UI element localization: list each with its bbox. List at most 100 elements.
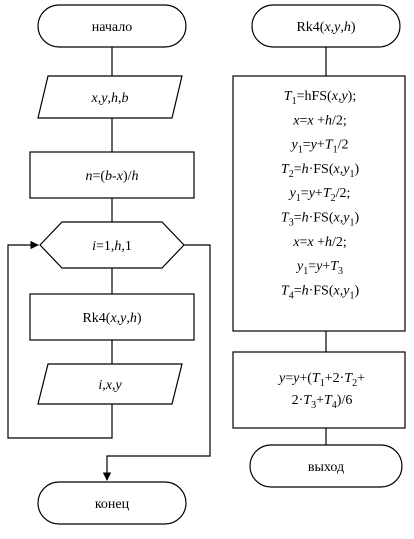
formula-segment: n [85,169,92,184]
formula-segment: T [325,138,334,153]
formula-segment: =hFS( [297,89,332,104]
exit-label: выход [308,460,344,475]
formula-segment: T [281,162,290,177]
formula-segment: T [281,211,290,226]
formula-segment: x [306,113,314,128]
formula-segment: y [332,20,341,35]
formula-segment: x [109,311,117,326]
loop-back-edge [7,240,113,439]
input-label: x,y,h,b [91,91,129,106]
formula-segment: ) [354,283,359,298]
formula-segment: /2; [332,235,347,250]
loop-exit-edge [102,244,211,481]
formula-segment: h [130,311,137,326]
formula-segment: /2; [336,186,351,201]
call-rk4-process [29,293,195,341]
formula-segment: T [284,89,293,104]
formula-segment: ) [137,311,142,326]
formula-segment: 4 [332,400,337,411]
formula-segment: , [118,91,122,106]
rk4-header-label: Rk4(x,y,h) [296,20,355,35]
exit-terminal [249,444,403,488]
formula-segment: 1 [320,378,325,389]
formula-line: T4=h·FS(x,y1) [281,283,360,301]
formula-segment: h [132,169,139,184]
rk4-steps-process [232,75,406,332]
formula-segment: =( [92,169,105,184]
formula-segment: ·FS( [309,211,334,226]
formula-segment: T [344,371,353,386]
formula-segment: y [341,283,350,298]
formula-segment: /2 [338,138,349,153]
formula-segment: ,1 [121,239,132,254]
formula-segment: ) [354,162,359,177]
formula-segment: + [314,113,326,128]
formula-segment: T [324,393,333,408]
formula-segment: y [314,259,323,274]
formula-segment: = [299,235,307,250]
formula-segment: T [312,371,321,386]
formula-segment: , [340,162,344,177]
formula-segment: x [331,89,339,104]
formula-line: T2=h·FS(x,y1) [281,162,360,180]
formula-line: y1=y+T3 [295,259,343,277]
formula-segment: ) [351,20,356,35]
formula-segment: + [315,186,323,201]
formula-segment: , [126,311,130,326]
formula-segment: h [302,211,309,226]
formula-segment: y [309,138,318,153]
formula-segment: y [307,186,316,201]
formula-segment: +( [299,371,312,386]
end-label: конец [95,497,130,512]
formula-segment: y [341,211,350,226]
formula-line: x=x +h/2; [292,235,347,250]
formula-segment: h [114,239,121,254]
formula-segment: x [292,235,300,250]
formula-segment: = [294,283,302,298]
formula-line: y=y+(T1+2·T2+ [277,371,365,389]
formula-segment: b [121,91,128,106]
formula-segment: + [314,235,326,250]
formula-segment: , [98,91,102,106]
formula-segment: , [340,283,344,298]
formula-segment: y [341,162,350,177]
formula-segment: , [112,378,116,393]
formula-line: y1=y+T1/2 [290,138,349,156]
formula-segment: ·FS( [309,162,334,177]
formula-segment: + [316,393,324,408]
formula-segment: /2; [332,113,347,128]
result-text: y=y+(T1+2·T2+2·T3+T4)/6 [277,371,365,411]
formula-segment: y [118,311,127,326]
formula-segment: , [338,89,342,104]
formula-segment: T [303,393,312,408]
formula-segment: y [113,378,122,393]
formula-segment: y [290,138,299,153]
formula-segment: = [308,259,316,274]
formula-segment: 1 [292,96,297,107]
formula-segment: 1 [296,193,301,204]
formula-segment: x [333,283,341,298]
formula-segment: = [285,371,293,386]
formula-segment: 4 [289,290,294,301]
formula-segment: 2· [292,393,304,408]
formula-segment: , [340,211,344,226]
output-parallelogram [37,363,183,405]
formula-line: x=x +h/2; [292,113,347,128]
input-parallelogram [37,75,183,119]
formula-segment: x [323,20,331,35]
rk4-steps-text: T1=hFS(x,y);x=x +h/2;y1=y+T1/2T2=h·FS(x,… [281,89,360,301]
compute-n-label: n=(b-x)/h [85,169,138,184]
formula-segment: i [92,239,96,254]
formula-segment: +2· [325,371,345,386]
formula-segment: ·FS( [309,283,334,298]
formula-segment: , [117,311,121,326]
formula-segment: Rk4( [82,311,110,326]
formula-segment: ); [348,89,357,104]
formula-segment: , [340,20,344,35]
formula-segment: , [107,91,111,106]
formula-segment: y [339,89,348,104]
formula-segment: Rk4( [296,20,324,35]
formula-segment: 2 [331,193,336,204]
start-label: начало [92,20,133,35]
